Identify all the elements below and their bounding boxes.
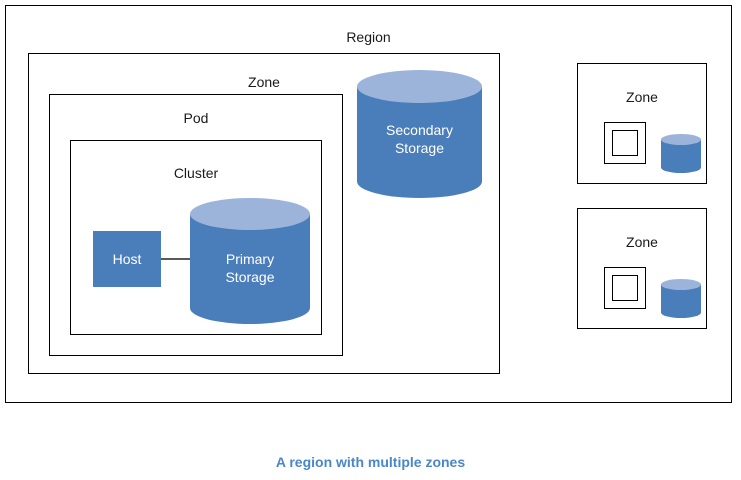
primary-storage-cylinder-icon: Primary Storage — [190, 198, 310, 324]
cluster-label: Cluster — [173, 165, 219, 181]
diagram-caption: A region with multiple zones — [275, 454, 466, 470]
secondary-storage-label-line1: Secondary — [386, 122, 453, 138]
secondary-zone-pod-icon-2 — [604, 267, 646, 309]
host-to-primary-storage-connector — [161, 258, 202, 260]
secondary-storage-cylinder-icon: Secondary Storage — [357, 70, 482, 198]
secondary-zone-storage-cylinder-icon-1 — [661, 134, 701, 173]
secondary-zone-container-1: Zone — [577, 63, 707, 184]
host-shape: Host — [93, 231, 161, 287]
secondary-storage-label-line2: Storage — [394, 140, 445, 156]
cylinder-top — [190, 198, 310, 230]
region-label: Region — [346, 29, 391, 45]
zone-label: Zone — [248, 74, 280, 90]
secondary-zone-cluster-icon-2 — [612, 275, 638, 301]
cylinder-top — [661, 279, 701, 290]
secondary-zone-storage-cylinder-icon-2 — [661, 279, 701, 318]
secondary-zone-label-1: Zone — [626, 89, 658, 105]
primary-storage-label-line2: Storage — [225, 269, 275, 285]
pod-label: Pod — [183, 110, 209, 126]
host-label: Host — [112, 251, 142, 267]
secondary-zone-pod-icon-1 — [604, 122, 646, 164]
secondary-zone-container-2: Zone — [577, 208, 707, 329]
secondary-zone-cluster-icon-1 — [612, 130, 638, 156]
primary-storage-label-line1: Primary — [225, 251, 275, 267]
cylinder-top — [357, 70, 482, 103]
secondary-zone-label-2: Zone — [626, 234, 658, 250]
cylinder-top — [661, 134, 701, 145]
